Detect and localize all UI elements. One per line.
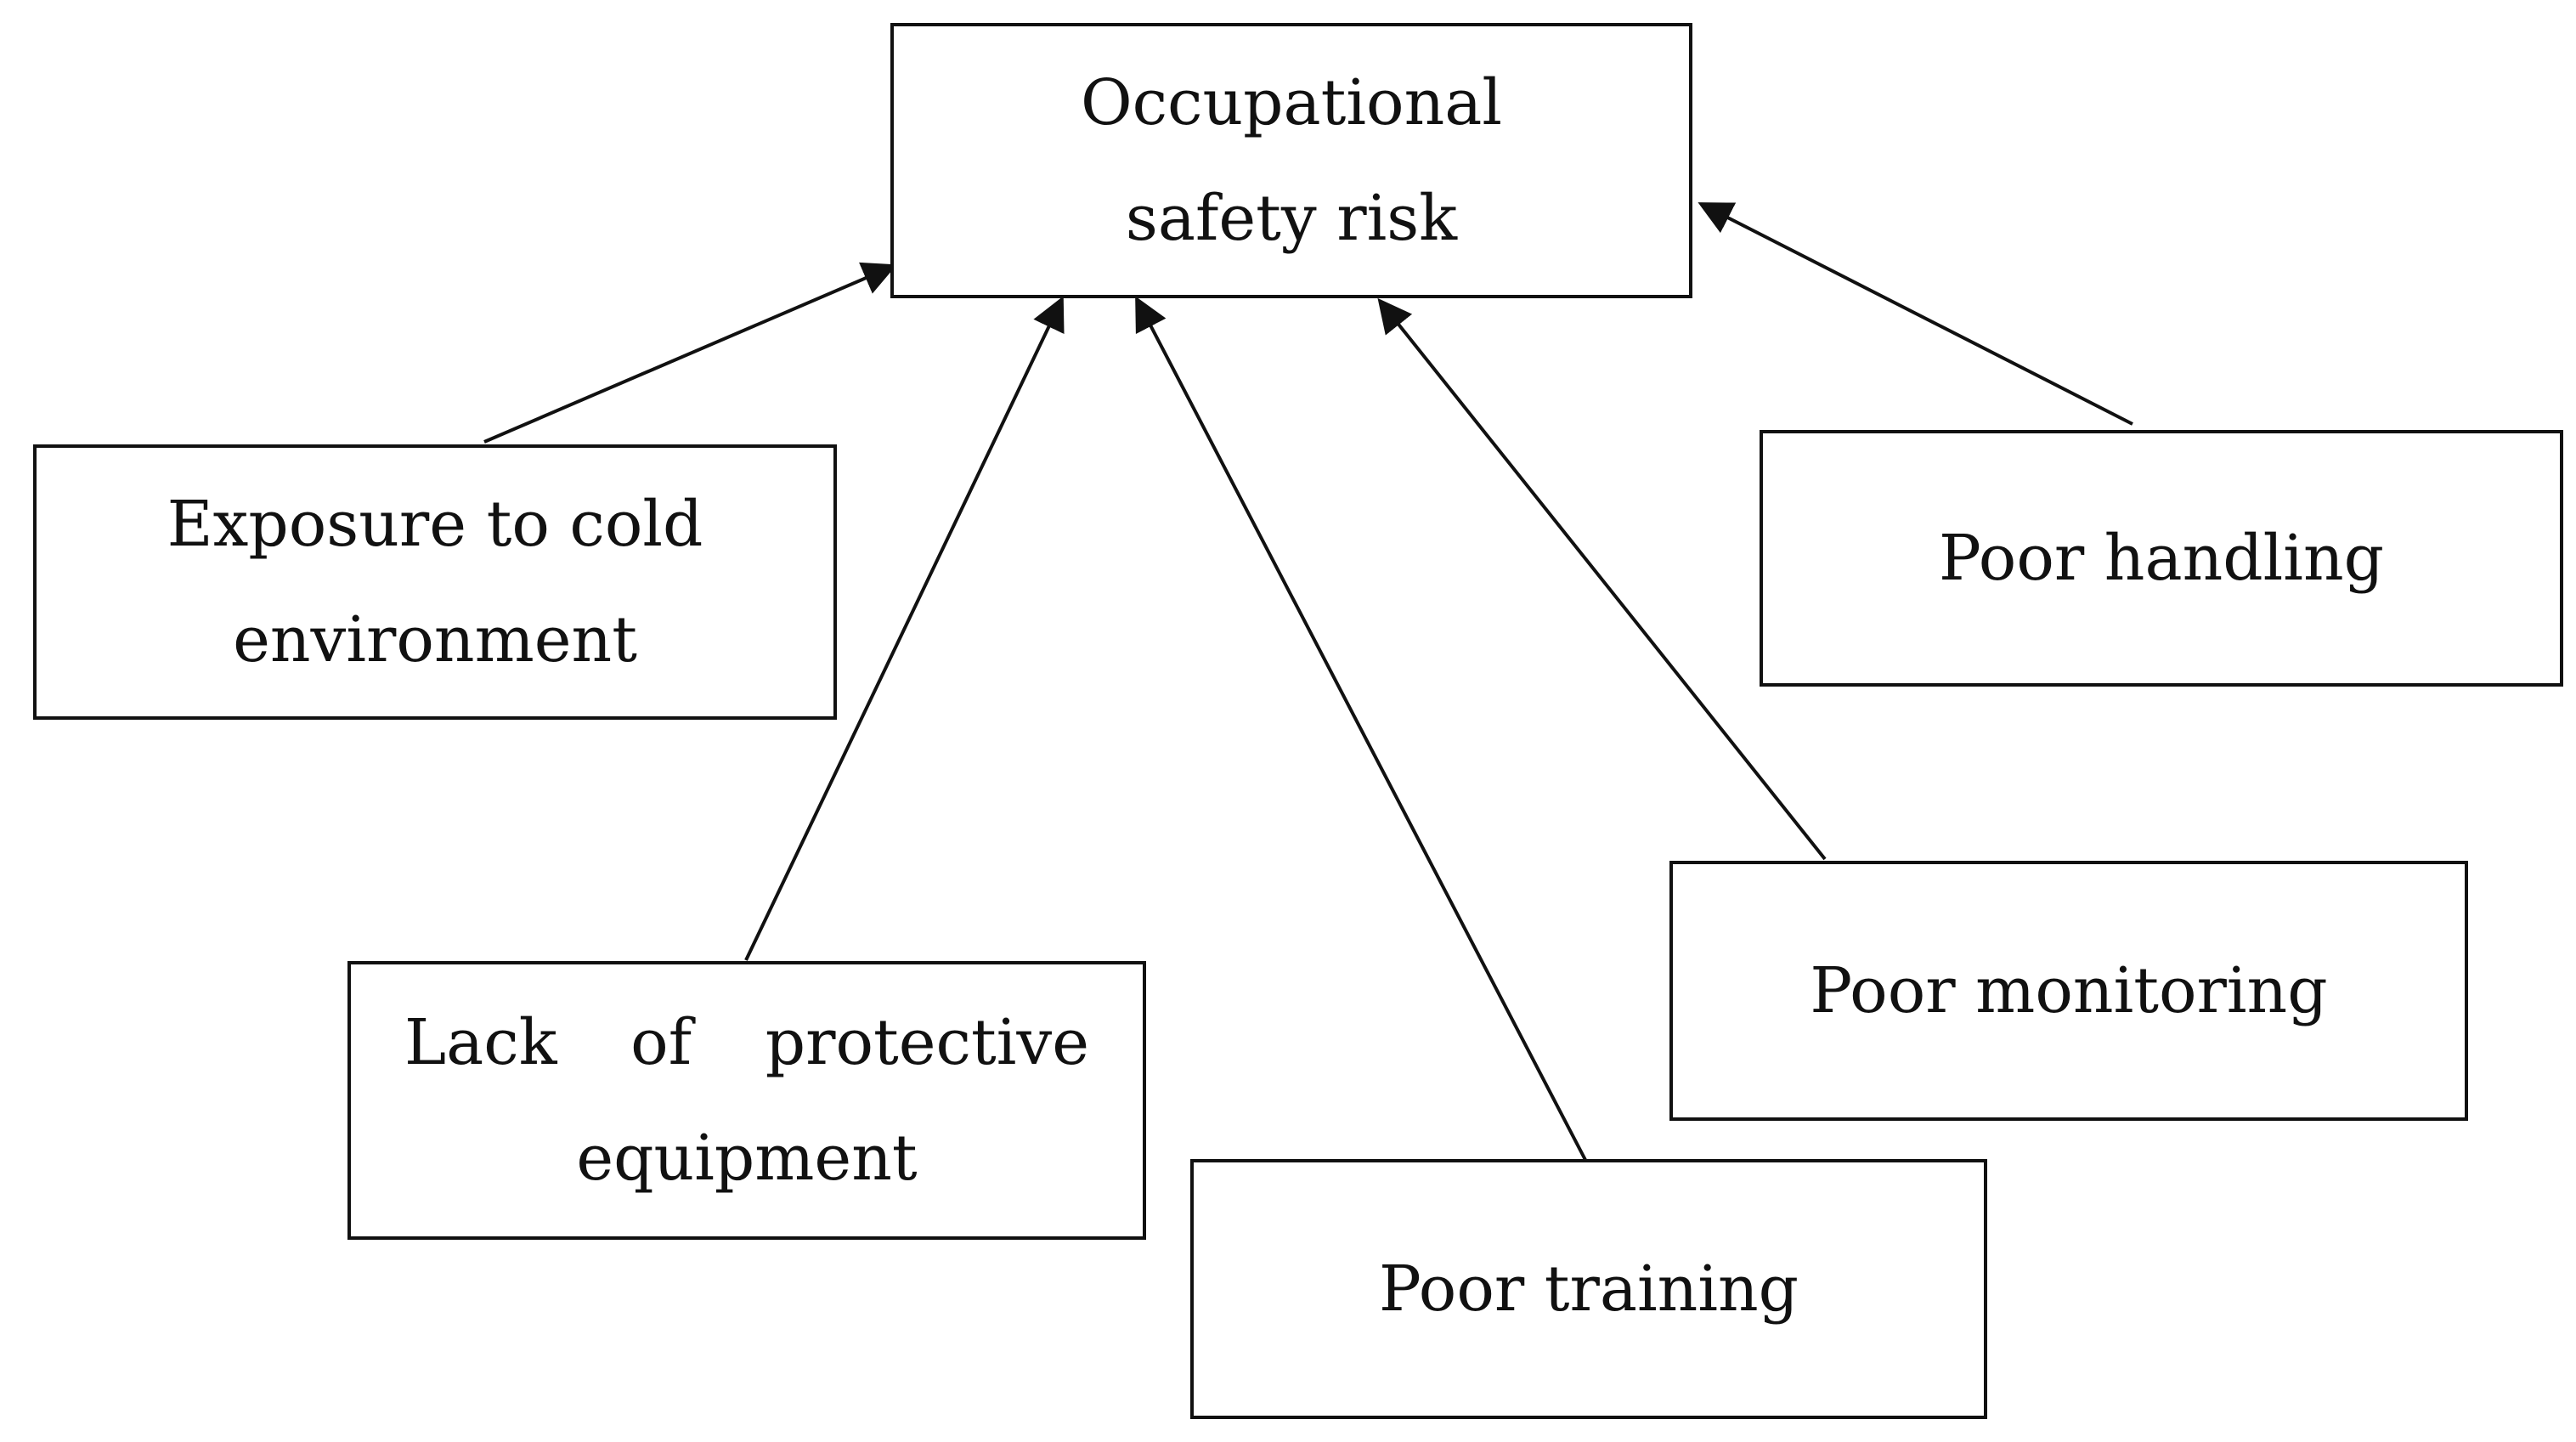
target-node-label: Occupational safety risk bbox=[1080, 66, 1503, 255]
factor-node-poor-training: Poor training bbox=[1190, 1159, 1987, 1419]
factor-node-label-ppe: Lack of protective equipment bbox=[404, 1006, 1089, 1195]
factor-node-label-cold: Exposure to cold environment bbox=[167, 488, 703, 676]
arrow-training-to-target bbox=[1135, 296, 1587, 1161]
arrow-handling-to-target bbox=[1698, 202, 2133, 426]
factor-node-poor-handling: Poor handling bbox=[1760, 430, 2563, 687]
factor-node-label-monitoring: Poor monitoring bbox=[1810, 954, 2328, 1027]
target-node-occupational-safety-risk: Occupational safety risk bbox=[890, 23, 1692, 298]
factor-node-exposure-to-cold: Exposure to cold environment bbox=[33, 444, 837, 720]
arrow-ppe-to-target bbox=[744, 296, 1065, 961]
factor-node-poor-monitoring: Poor monitoring bbox=[1669, 861, 2468, 1121]
factor-node-lack-of-protective-equipment: Lack of protective equipment bbox=[347, 961, 1146, 1240]
factor-node-label-handling: Poor handling bbox=[1939, 522, 2384, 595]
factor-node-label-training: Poor training bbox=[1378, 1253, 1799, 1326]
arrow-monitoring-to-target bbox=[1377, 297, 1827, 861]
arrow-cold-to-target bbox=[483, 262, 897, 444]
